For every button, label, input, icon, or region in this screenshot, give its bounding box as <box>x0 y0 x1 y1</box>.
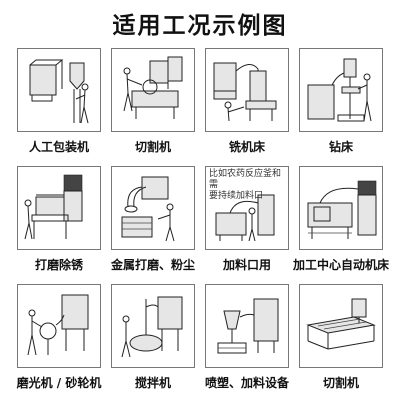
grid-item-feeding-port: 比如农药反应釜和需 要持续加料口 加料口用 <box>205 166 289 284</box>
application-grid: 人工包装机 切割机 <box>17 48 389 402</box>
worker-cutting-machine-illustration <box>123 56 183 119</box>
item-label: 切割机 <box>134 140 171 154</box>
feeding-port-illustration <box>215 194 275 242</box>
page-title: 适用工况示例图 <box>112 13 288 39</box>
grid-item-spray-feeding: 喷塑、加料设备 <box>205 284 289 402</box>
illustration-frame <box>111 166 195 250</box>
worker-packaging-machine-illustration <box>29 59 89 124</box>
machining-center-illustration <box>307 180 377 239</box>
grid-item-machining-center: 加工中心自动机床 <box>293 166 389 284</box>
item-label: 磨光机 / 砂轮机 <box>16 376 102 390</box>
grid-item-grinding-rust: 打磨除锈 <box>17 166 101 284</box>
cutting-table-illustration <box>306 298 376 350</box>
milling-machine-illustration <box>213 62 277 122</box>
grid-item-mixer: 搅拌机 <box>111 284 195 402</box>
illustration-frame <box>17 284 101 368</box>
spray-feeding-equipment-illustration <box>217 298 279 354</box>
grid-item-packaging: 人工包装机 <box>17 48 101 166</box>
item-label: 铣机床 <box>228 140 265 154</box>
illustration-frame <box>299 284 383 368</box>
item-label: 打磨除锈 <box>34 258 83 272</box>
illustration-frame <box>205 48 289 132</box>
grinding-rust-removal-illustration <box>24 174 83 240</box>
item-label: 喷塑、加料设备 <box>204 376 289 390</box>
metal-grinding-dust-illustration <box>121 176 175 242</box>
illustration-frame: 比如农药反应釜和需 要持续加料口 <box>205 166 289 250</box>
grid-item-cutting: 切割机 <box>111 48 195 166</box>
grid-item-cutting-table: 切割机 <box>299 284 383 402</box>
mixer-machine-illustration <box>121 296 183 358</box>
item-label: 搅拌机 <box>134 376 171 390</box>
item-label: 加料口用 <box>222 258 271 272</box>
grid-item-polishing: 磨光机 / 砂轮机 <box>17 284 101 402</box>
grid-item-metal-dust: 金属打磨、粉尘 <box>111 166 195 284</box>
item-label: 加工中心自动机床 <box>293 258 390 272</box>
illustration-frame <box>111 284 195 368</box>
illustration-frame <box>205 284 289 368</box>
grid-item-milling: 铣机床 <box>205 48 289 166</box>
illustration-frame <box>17 48 101 132</box>
item-label: 金属打磨、粉尘 <box>110 258 195 272</box>
illustration-frame <box>111 48 195 132</box>
item-label: 钻床 <box>328 140 353 154</box>
overlay-note: 比如农药反应釜和需 要持续加料口 <box>209 169 282 201</box>
illustration-frame <box>17 166 101 250</box>
item-label: 人工包装机 <box>28 140 89 154</box>
grid-item-drilling: 钻床 <box>299 48 383 166</box>
illustration-frame <box>299 166 383 250</box>
polishing-grinder-illustration <box>27 294 89 356</box>
drilling-machine-illustration <box>307 58 372 122</box>
item-label: 切割机 <box>322 376 359 390</box>
illustration-frame <box>299 48 383 132</box>
